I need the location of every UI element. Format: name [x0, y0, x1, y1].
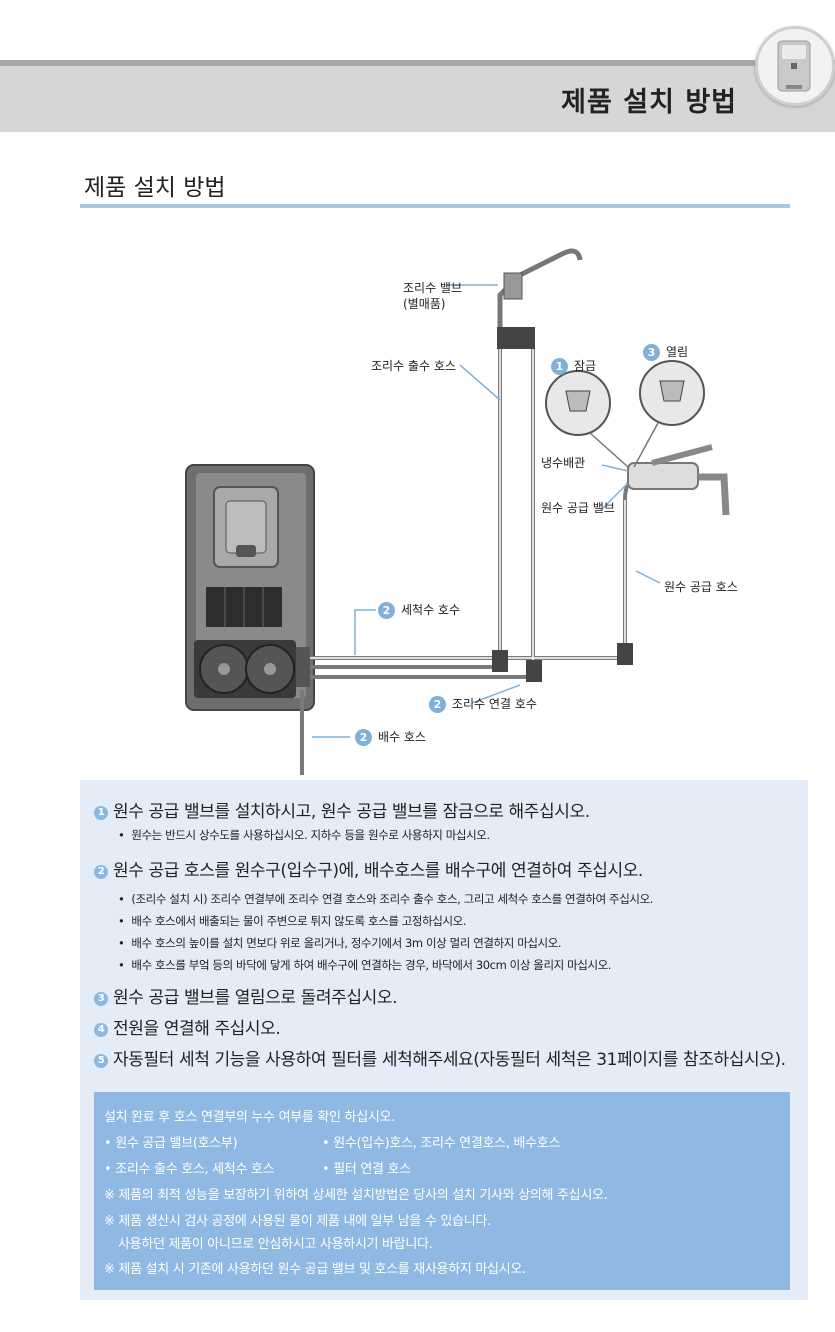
label-lock-text: 잠금: [574, 359, 597, 373]
label-drain-hose-text: 배수 호스: [378, 730, 426, 744]
label-lock: 1 잠금: [551, 357, 596, 375]
step-number-badge: 5: [94, 1054, 108, 1068]
notice-line: 설치 완료 후 호스 연결부의 누수 여부를 확인 하십시오.: [104, 1110, 396, 1125]
label-drain-hose: 2 배수 호스: [355, 728, 426, 746]
notice-line: • 필터 연결 호스: [322, 1162, 411, 1177]
step-1: 1 원수 공급 밸브를 설치하시고, 원수 공급 밸브를 잠금으로 해주십시오.: [94, 797, 590, 822]
label-cook-valve: 조리수 밸브: [403, 281, 463, 295]
step-4: 4 전원을 연결해 주십시오.: [94, 1014, 281, 1039]
step-5: 5 자동필터 세척 기능을 사용하여 필터를 세척해주세요(자동필터 세척은 31…: [94, 1045, 786, 1070]
step-number-badge: 1: [94, 806, 108, 820]
label-open-text: 열림: [666, 345, 689, 359]
step-number-badge: 2: [355, 729, 372, 746]
step-number-badge: 2: [94, 865, 108, 879]
step-text: 자동필터 세척 기능을 사용하여 필터를 세척해주세요(자동필터 세척은 31페…: [113, 1050, 786, 1070]
product-thumbnail-image: [755, 26, 835, 106]
step-number-badge: 1: [551, 358, 568, 375]
notice-box: 설치 완료 후 호스 연결부의 누수 여부를 확인 하십시오. • 원수 공급 …: [94, 1092, 790, 1290]
step-2: 2 원수 공급 호스를 원수구(입수구)에, 배수호스를 배수구에 연결하여 주십…: [94, 856, 643, 881]
notice-line: ※ 제품의 최적 성능을 보장하기 위하여 상세한 설치방법은 당사의 설치 기…: [104, 1188, 608, 1203]
section-title: 제품 설치 방법: [84, 175, 226, 201]
notice-line: • 원수(입수)호스, 조리수 연결호스, 배수호스: [322, 1136, 561, 1151]
step-number-badge: 2: [378, 602, 395, 619]
label-cook-valve-note: (별매품): [403, 297, 446, 311]
step-number-badge: 3: [643, 344, 660, 361]
step-note: 배수 호스의 높이를 설치 면보다 위로 올리거나, 정수기에서 3m 이상 멀…: [118, 935, 561, 951]
label-open: 3 열림: [643, 343, 688, 361]
label-cook-connect-hose-text: 조리수 연결 호수: [452, 697, 537, 711]
step-number-badge: 3: [94, 992, 108, 1006]
section-divider: [80, 204, 790, 208]
notice-line: ※ 제품 생산시 검사 공정에 사용된 물이 제품 내에 일부 남을 수 있습니…: [104, 1214, 491, 1229]
installation-diagram: 조리수 밸브 (별매품) 조리수 출수 호스 1 잠금 3 열림 냉수배관 원수 공…: [0, 215, 835, 785]
step-number-badge: 4: [94, 1023, 108, 1037]
step-note: (조리수 설치 시) 조리수 연결부에 조리수 연결 호스와 조리수 출수 호스…: [118, 891, 653, 907]
label-cook-connect-hose: 2 조리수 연결 호수: [429, 695, 537, 713]
step-text: 원수 공급 밸브를 열림으로 돌려주십시오.: [113, 988, 398, 1008]
notice-line: ※ 제품 설치 시 기존에 사용하던 원수 공급 밸브 및 호스를 재사용하지 …: [104, 1262, 526, 1277]
label-raw-valve: 원수 공급 밸브: [541, 501, 615, 515]
header-band: [0, 60, 835, 132]
label-wash-hose-text: 세척수 호수: [401, 603, 461, 617]
step-note: 배수 호스에서 배출되는 물이 주변으로 튀지 않도록 호스를 고정하십시오.: [118, 913, 466, 929]
label-cook-outlet-hose: 조리수 출수 호스: [371, 359, 456, 373]
step-text: 원수 공급 호스를 원수구(입수구)에, 배수호스를 배수구에 연결하여 주십시…: [113, 861, 643, 881]
step-number-badge: 2: [429, 696, 446, 713]
notice-line: • 조리수 출수 호스, 세척수 호스: [104, 1162, 275, 1177]
label-cold-pipe: 냉수배관: [541, 456, 586, 470]
label-raw-hose: 원수 공급 호스: [664, 580, 738, 594]
header-top-line: [0, 60, 835, 66]
step-note: 원수는 반드시 상수도를 사용하십시오. 지하수 등을 원수로 사용하지 마십시…: [118, 827, 490, 843]
step-note: 배수 호스를 부엌 등의 바닥에 닿게 하여 배수구에 연결하는 경우, 바닥에…: [118, 957, 611, 973]
step-text: 전원을 연결해 주십시오.: [113, 1019, 281, 1039]
step-text: 원수 공급 밸브를 설치하시고, 원수 공급 밸브를 잠금으로 해주십시오.: [113, 802, 590, 822]
installation-diagram-drawing: [185, 248, 730, 775]
page-header-title: 제품 설치 방법: [561, 87, 737, 118]
step-3: 3 원수 공급 밸브를 열림으로 돌려주십시오.: [94, 983, 398, 1008]
notice-line: • 원수 공급 밸브(호스부): [104, 1136, 238, 1151]
label-wash-hose: 2 세척수 호수: [378, 601, 460, 619]
notice-line: 사용하던 제품이 아니므로 안심하시고 사용하시기 바랍니다.: [118, 1237, 433, 1252]
